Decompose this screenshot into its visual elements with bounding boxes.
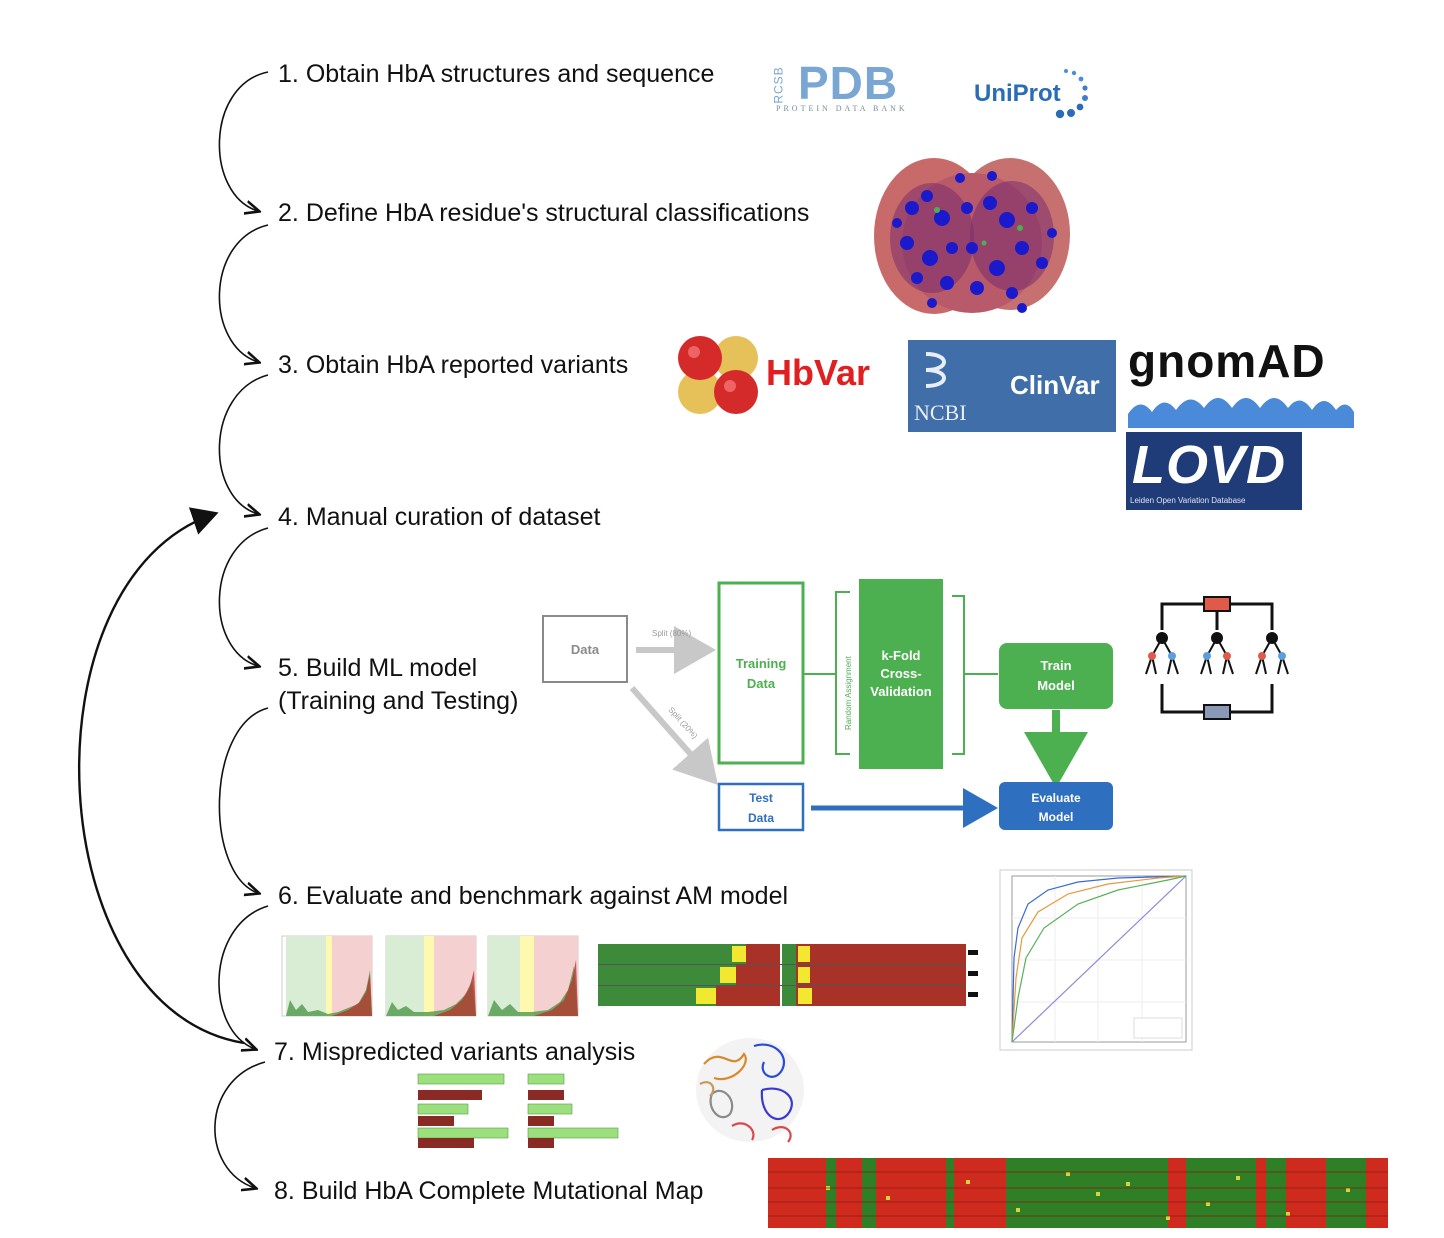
kfold-box [859, 579, 943, 769]
hbvar-spheres-icon [678, 336, 758, 414]
step-5-label: 5. Build ML model (Training and Testing) [278, 652, 518, 718]
step-4-number: 4. [278, 503, 299, 531]
evaluate-model-box [999, 782, 1113, 830]
step-6-text: Evaluate and benchmark against AM model [305, 882, 789, 910]
kfold-label-3: Validation [870, 684, 931, 699]
arrow-3-4 [218, 374, 269, 514]
train-model-label-1: Train [1040, 658, 1071, 673]
histogram-2 [385, 935, 477, 1017]
arrow-5-6 [218, 707, 269, 893]
rcsb-logo-text: RCSB [771, 66, 786, 104]
step-1-number: 1. [278, 60, 299, 88]
step-5-number: 5. [278, 654, 299, 682]
mutational-map-heatmap [766, 1152, 1390, 1230]
score-distribution-plots [281, 935, 579, 1017]
uniprot-dots-icon [1055, 69, 1088, 119]
step-8-number: 8. [274, 1177, 295, 1205]
step-3-text: Obtain HbA reported variants [305, 351, 629, 379]
mispredicted-bar-chart [417, 1073, 619, 1148]
step-1-label: 1. Obtain HbA structures and sequence [278, 58, 714, 91]
gnomad-logo-text: gnomAD [1128, 335, 1326, 387]
gnomad-logo: gnomAD [1128, 335, 1354, 432]
step-2-number: 2. [278, 199, 299, 227]
arrow-4-5 [218, 527, 269, 666]
pdb-logo: RCSB PDB PROTEIN DATA BANK [771, 57, 954, 116]
split-test-arrow [629, 686, 718, 785]
hbvar-logo-text: HbVar [766, 352, 871, 393]
arrow-1-2 [218, 71, 269, 211]
step-4-text: Manual curation of dataset [305, 503, 601, 531]
evaluate-model-label-1: Evaluate [1031, 791, 1081, 805]
hba-structure-image [874, 158, 1070, 314]
step-4-label: 4. Manual curation of dataset [278, 501, 600, 534]
ncbi-logo-text: NCBI [914, 400, 967, 425]
ncbi-helix-icon [925, 352, 946, 388]
train-model-box [999, 643, 1113, 709]
data-box [542, 615, 628, 683]
data-box-label: Data [571, 642, 600, 657]
random-assignment-label: Random Assignment [844, 655, 853, 730]
arrow-7-8 [214, 1061, 266, 1188]
step-6-label: 6. Evaluate and benchmark against AM mod… [278, 880, 788, 913]
feedback-arrow-7-4 [77, 507, 245, 1045]
step-7-label: 7. Mispredicted variants analysis [274, 1036, 635, 1069]
lovd-logo-text: LOVD [1132, 435, 1287, 495]
step-7-number: 7. [274, 1038, 295, 1066]
training-data-box [717, 581, 805, 765]
test-data-label-2: Data [748, 811, 774, 825]
clinvar-logo: NCBI ClinVar [908, 340, 1116, 432]
pdb-logo-text: PDB [798, 57, 899, 109]
ml-pipeline-diagram: Data Split (80%) Split (20%) Training Da… [542, 579, 1113, 832]
random-bracket [835, 591, 850, 755]
step-3-label: 3. Obtain HbA reported variants [278, 349, 628, 382]
mispredicted-structure-image [696, 1038, 804, 1143]
uniprot-logo-text: UniProt [974, 80, 1061, 107]
step-2-label: 2. Define HbA residue's structural class… [278, 197, 809, 230]
step-6-number: 6. [278, 882, 299, 910]
arrow-2-3 [218, 224, 269, 362]
step-5-text-line2: (Training and Testing) [278, 687, 519, 715]
pdb-logo-subtitle: PROTEIN DATA BANK [776, 104, 908, 113]
lovd-logo: LOVD Leiden Open Variation Database [1126, 432, 1302, 510]
histogram-1 [281, 935, 373, 1017]
histogram-3 [487, 935, 579, 1017]
kfold-label-1: k-Fold [882, 648, 921, 663]
step-2-text: Define HbA residue's structural classifi… [305, 199, 810, 227]
kfold-label-2: Cross- [880, 666, 921, 681]
step-8-label: 8. Build HbA Complete Mutational Map [274, 1175, 703, 1208]
train-model-label-2: Model [1037, 678, 1075, 693]
arrow-6-7 [218, 905, 269, 1049]
kfold-bracket [952, 595, 965, 755]
evaluate-model-label-2: Model [1039, 810, 1074, 824]
uniprot-logo: UniProt [972, 66, 1102, 122]
split-train-label: Split (80%) [652, 629, 691, 638]
test-data-box [717, 782, 805, 832]
step-1-text: Obtain HbA structures and sequence [305, 60, 715, 88]
lovd-logo-subtitle: Leiden Open Variation Database [1130, 496, 1246, 505]
hbvar-logo: HbVar [676, 334, 884, 418]
step-3-number: 3. [278, 351, 299, 379]
step-7-text: Mispredicted variants analysis [301, 1038, 636, 1066]
test-data-label-1: Test [749, 791, 773, 805]
confusion-matrix-image [598, 944, 978, 1006]
training-data-label-2: Data [747, 676, 776, 691]
step-8-text: Build HbA Complete Mutational Map [301, 1177, 704, 1205]
training-data-label-1: Training [736, 656, 787, 671]
clinvar-logo-text: ClinVar [1010, 370, 1100, 400]
step-5-text: Build ML model [305, 654, 478, 682]
random-forest-icon [1145, 596, 1289, 720]
gnomad-peaks-icon [1128, 398, 1354, 428]
roc-curve-image [999, 869, 1193, 1051]
